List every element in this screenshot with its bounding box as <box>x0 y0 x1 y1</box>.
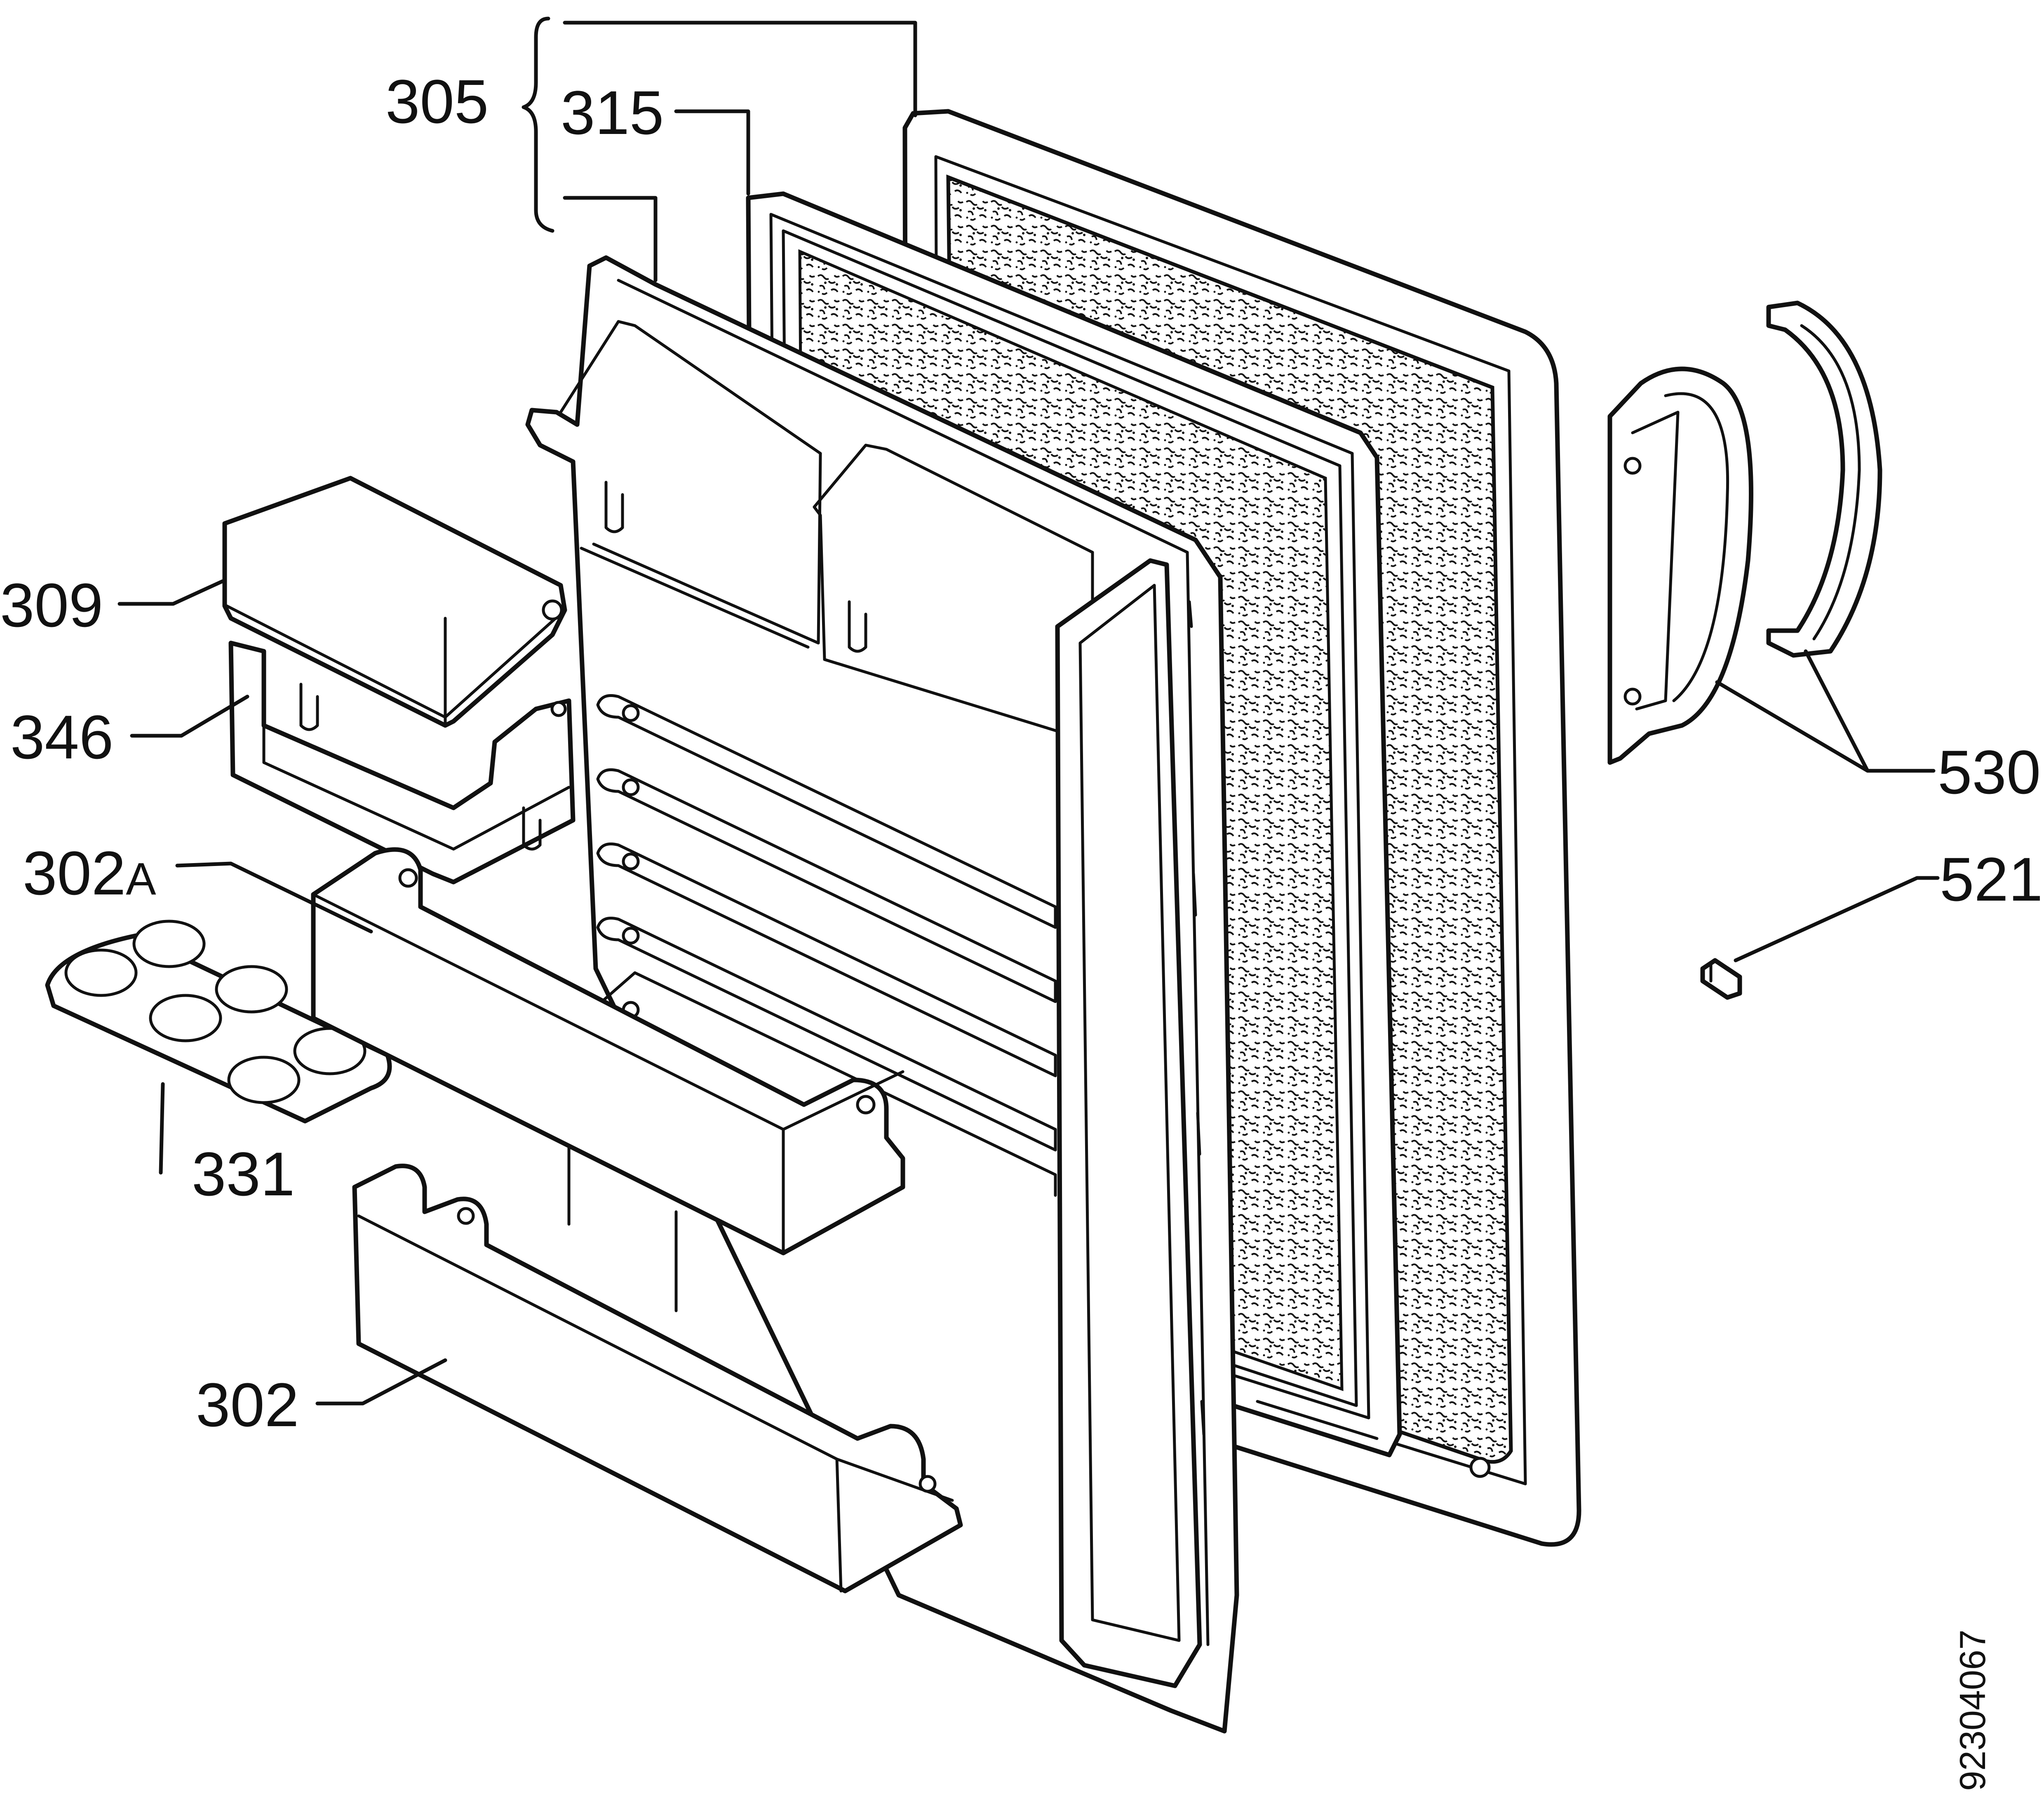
bracket-305 <box>522 16 917 282</box>
leader-530 <box>1715 649 1936 773</box>
leader-346 <box>130 695 249 738</box>
egg-tray-331 <box>45 920 392 1124</box>
label-302: 302 <box>196 1370 299 1439</box>
leader-331 <box>159 1082 165 1175</box>
label-331: 331 <box>192 1139 295 1209</box>
handle-cover-530 <box>1766 300 1882 658</box>
door-shelf-302 <box>352 1164 963 1593</box>
label-302A-suffix: A <box>126 854 156 904</box>
leader-302 <box>315 1358 447 1406</box>
butter-tray-346 <box>228 641 576 885</box>
inner-door-liner <box>525 255 1239 1734</box>
door-shelf-302A <box>311 847 905 1256</box>
label-305: 305 <box>385 67 489 136</box>
label-309: 309 <box>0 570 103 640</box>
leader-302A <box>175 861 373 934</box>
document-number: 92304067 <box>1952 1629 1993 1791</box>
door-handle-530 <box>1607 366 1753 765</box>
label-521: 521 <box>1940 845 2043 914</box>
screw-521 <box>1700 958 1742 1000</box>
label-315: 315 <box>561 78 664 147</box>
leader-521 <box>1734 876 1940 962</box>
leader-309 <box>117 579 225 606</box>
butter-compartment-309 <box>222 476 567 728</box>
label-530: 530 <box>1938 737 2041 807</box>
leader-315 <box>674 109 750 196</box>
label-302A: 302A <box>23 838 156 908</box>
label-346: 346 <box>10 702 113 772</box>
